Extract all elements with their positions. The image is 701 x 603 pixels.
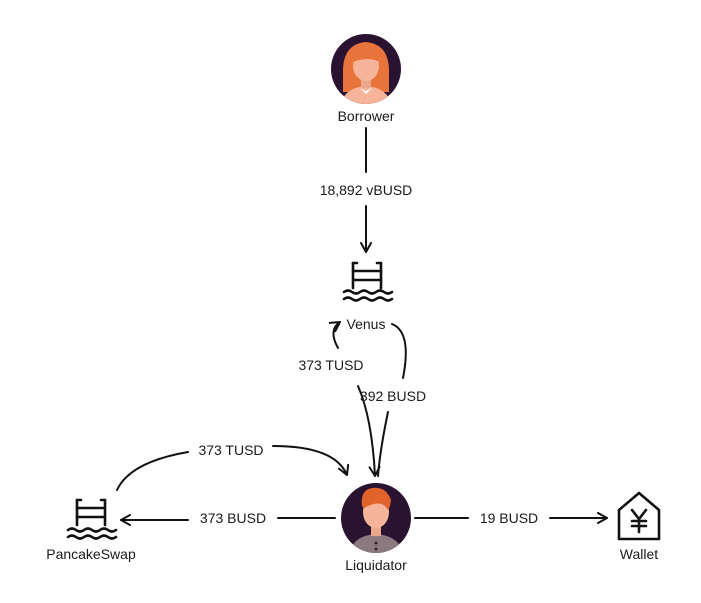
edge-label-liquidator-pancakeswap: 373 BUSD — [200, 510, 266, 526]
edge-liquidator-venus-bottom — [357, 385, 381, 477]
edge-label-borrower-venus: 18,892 vBUSD — [320, 182, 413, 198]
edge-venus-liquidator-top — [391, 323, 407, 379]
edge-pancakeswap-liquidator-right — [272, 445, 350, 476]
edge-venus-liquidator-bottom — [377, 411, 389, 477]
edge-pancakeswap-liquidator-left — [116, 451, 189, 491]
edge-label-liquidator-venus: 373 TUSD — [298, 357, 363, 373]
liquidator-avatar-icon — [341, 483, 411, 553]
liquidator-label: Liquidator — [345, 557, 407, 573]
wallet-label: Wallet — [620, 546, 658, 562]
pancakeswap-label: PancakeSwap — [46, 546, 136, 562]
borrower-label: Borrower — [338, 108, 395, 124]
edge-label-pancakeswap-liquidator: 373 TUSD — [198, 442, 263, 458]
pancakeswap-pool-icon — [66, 498, 118, 540]
venus-label: Venus — [347, 316, 386, 332]
venus-pool-icon — [342, 261, 394, 302]
edge-label-venus-liquidator: 392 BUSD — [360, 388, 426, 404]
borrower-avatar-icon — [331, 34, 401, 104]
edge-liquidator-venus-top — [328, 321, 341, 349]
yen-wallet-icon — [617, 491, 661, 541]
edge-label-liquidator-wallet: 19 BUSD — [480, 510, 538, 526]
